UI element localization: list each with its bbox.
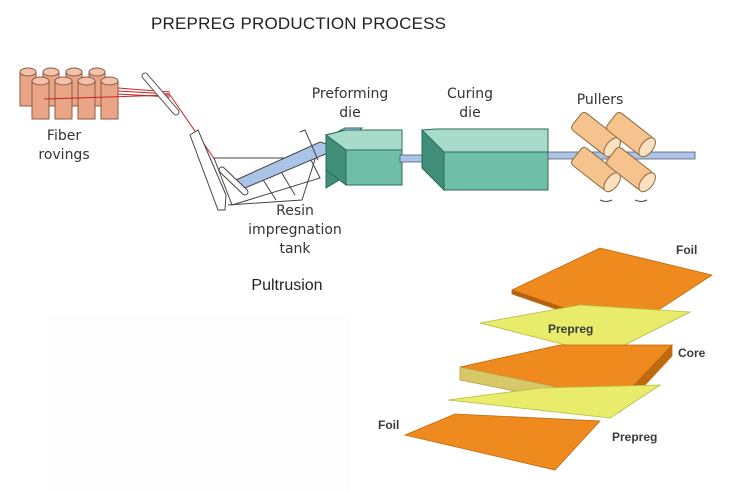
label-curing-line2: die (459, 105, 481, 121)
label-foil-bottom: Foil (378, 418, 400, 432)
curing-die-icon (421, 128, 549, 192)
layer-prepreg-top (479, 304, 692, 356)
label-prepreg-bottom: Prepreg (612, 430, 658, 444)
label-preforming-line2: die (339, 105, 361, 121)
label-fiber-line1: Fiber (46, 128, 82, 144)
label-foil-top: Foil (676, 243, 698, 257)
resin-tank-icon (189, 129, 342, 211)
label-preforming-line1: Preforming (311, 86, 389, 102)
label-curing-line1: Curing (446, 86, 494, 102)
layup-stack (403, 247, 713, 471)
label-core: Core (678, 346, 706, 360)
layer-foil-bottom (403, 413, 601, 471)
fiber-rovings-icon (19, 67, 119, 120)
label-resin-line3: tank (279, 241, 311, 257)
layer-prepreg-bottom (447, 384, 662, 419)
page-title: PREPREG PRODUCTION PROCESS (151, 14, 447, 33)
preforming-die-icon (324, 127, 403, 189)
pultrusion-caption: Pultrusion (251, 277, 323, 294)
label-resin-tank: Resin impregnation tank (240, 202, 350, 259)
label-resin-line1: Resin (276, 203, 314, 219)
label-resin-line2: impregnation (248, 222, 342, 238)
label-fiber-line2: rovings (38, 147, 90, 163)
label-fiber-rovings: Fiber rovings (24, 127, 104, 165)
label-curing-die: Curing die (430, 85, 510, 123)
blank-panel (52, 315, 349, 490)
guide-bar-icon (141, 72, 180, 116)
pullers-icon (571, 111, 656, 202)
label-pullers: Pullers (576, 92, 624, 108)
label-preforming-die: Preforming die (300, 85, 400, 123)
label-prepreg-top: Prepreg (548, 322, 594, 336)
